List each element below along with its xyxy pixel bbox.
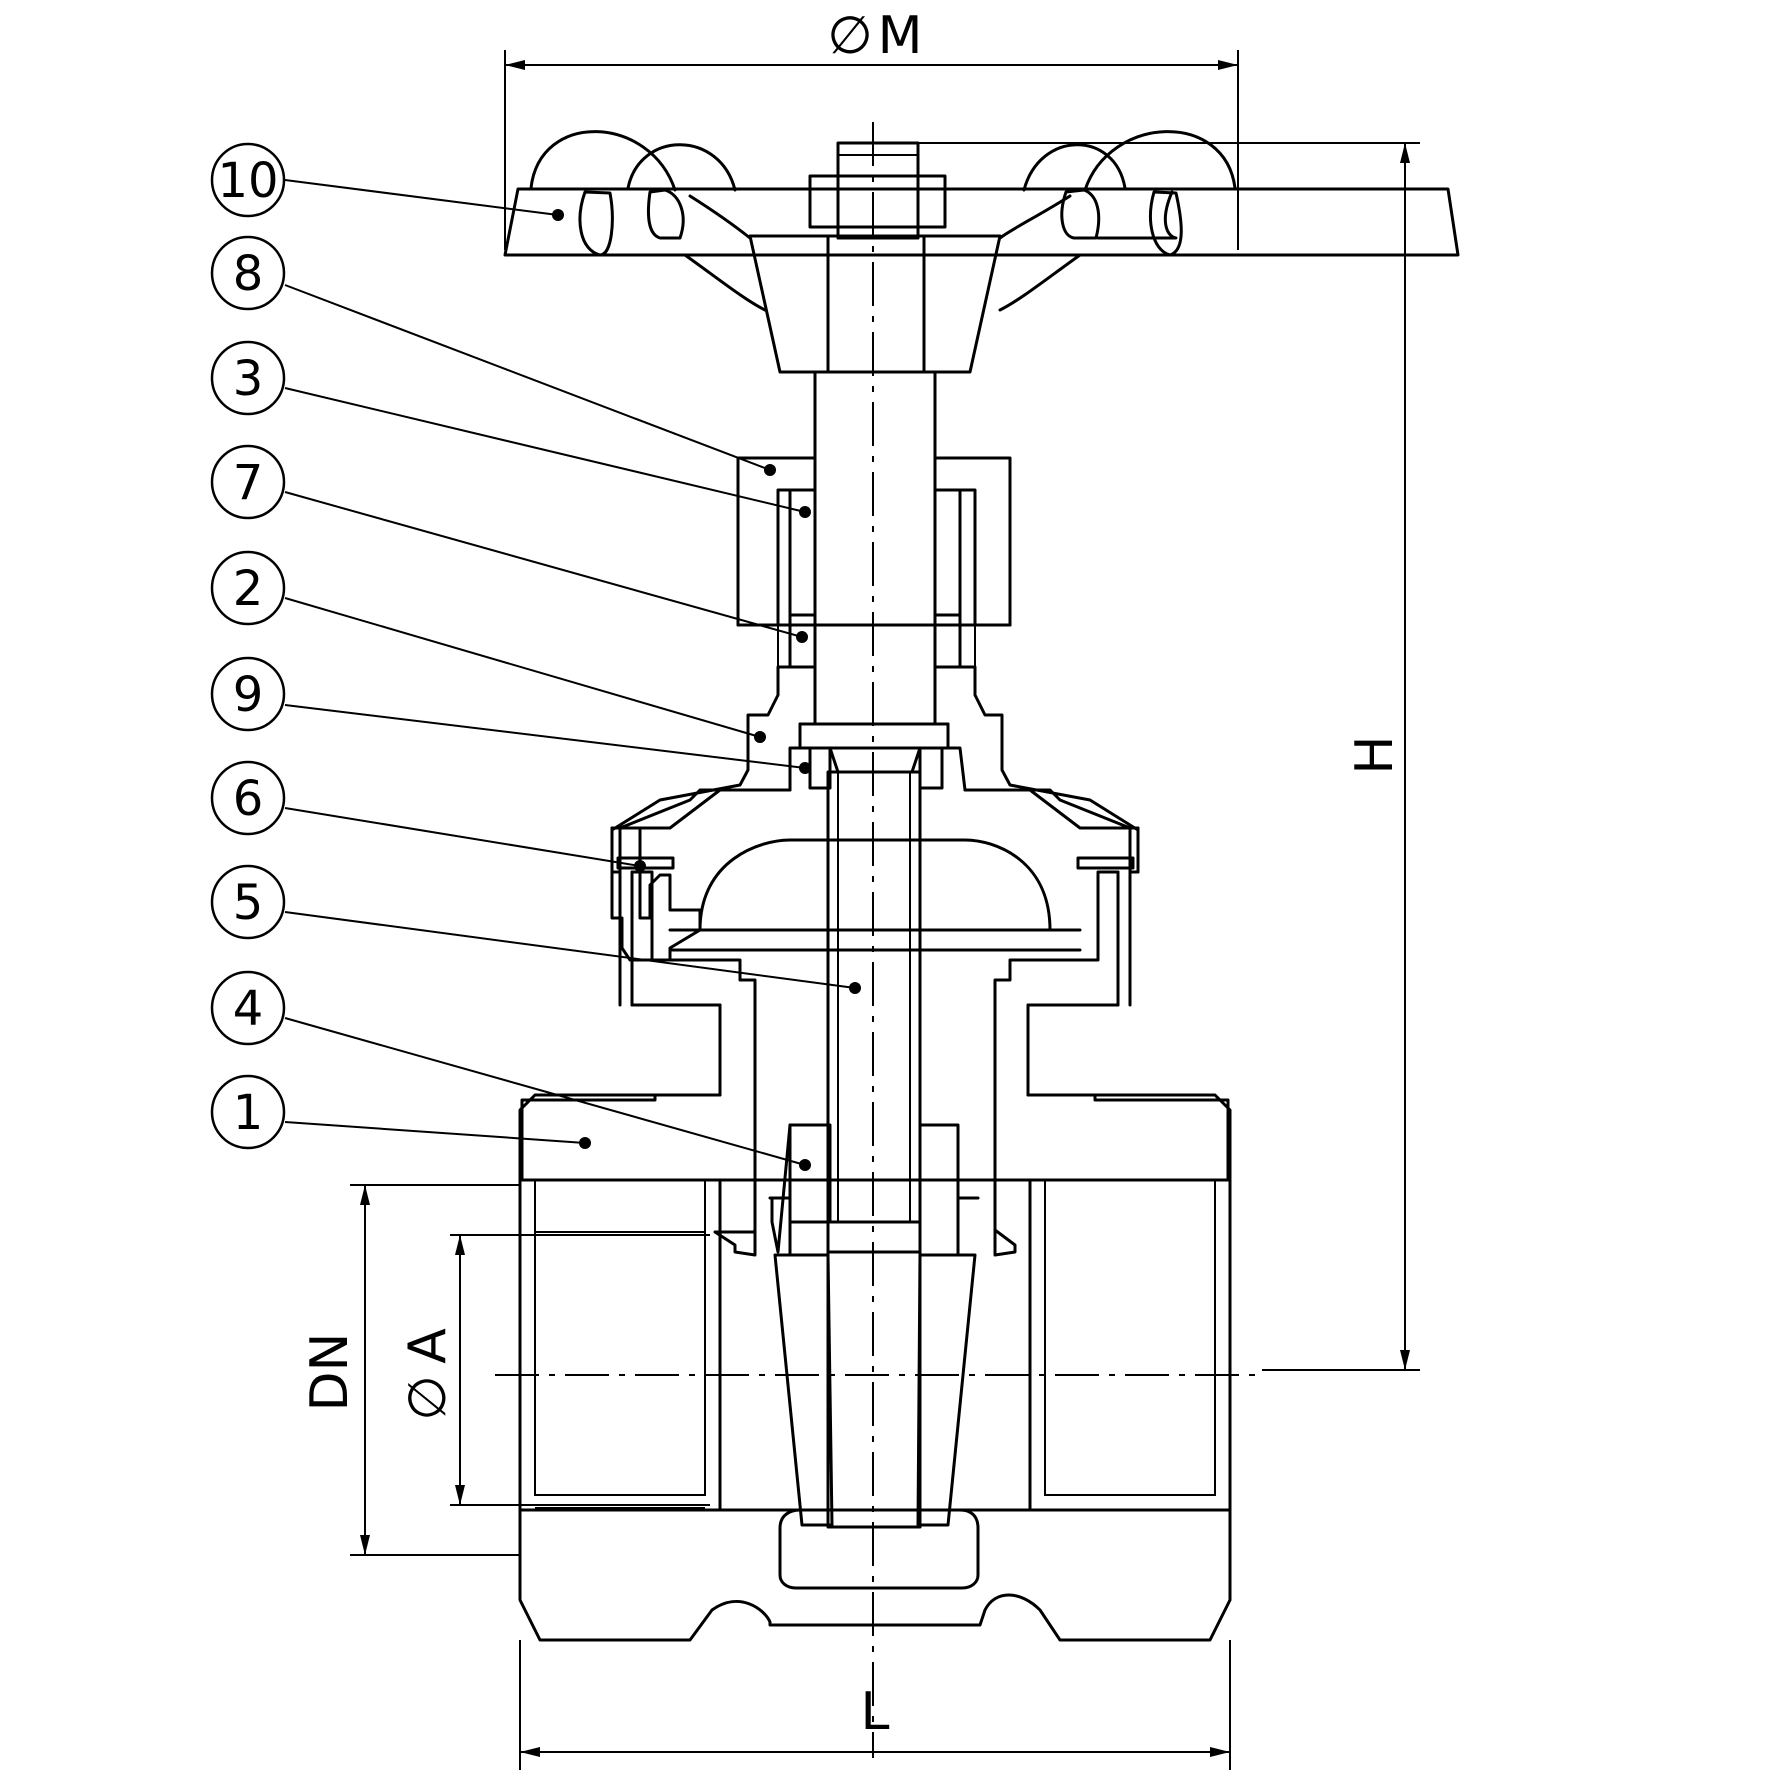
dimension-a: ∅ A: [398, 1234, 710, 1506]
balloon-10: 10: [210, 142, 286, 218]
handwheel: [503, 130, 1460, 374]
dimension-dn-label: DN: [300, 1333, 360, 1412]
dimension-h-label: H: [1345, 735, 1405, 774]
balloon-4: 4: [210, 970, 286, 1046]
balloon-callouts: 10 8 3 7 2 9 6 5: [210, 142, 861, 1171]
dimension-m: ∅ M: [504, 6, 1239, 250]
gasket: [616, 856, 1135, 870]
balloon-1: 1: [210, 1074, 286, 1150]
svg-text:1: 1: [233, 1085, 264, 1141]
dome: [668, 838, 1082, 952]
balloon-9: 9: [210, 656, 286, 732]
balloon-3: 3: [210, 340, 286, 416]
dimension-a-label: A: [398, 1328, 458, 1364]
dimension-l: L: [519, 1640, 1231, 1770]
balloon-5: 5: [210, 864, 286, 940]
svg-text:8: 8: [233, 246, 264, 302]
balloon-2: 2: [210, 550, 286, 626]
dimension-dn: DN: [300, 1184, 520, 1556]
svg-text:2: 2: [233, 561, 264, 617]
svg-text:10: 10: [217, 153, 278, 209]
dimension-a-diameter-symbol: ∅: [398, 1375, 458, 1420]
dimension-m-label: M: [878, 6, 923, 66]
svg-text:4: 4: [233, 981, 264, 1037]
svg-text:7: 7: [233, 455, 264, 511]
svg-text:3: 3: [233, 351, 264, 407]
balloon-7: 7: [210, 444, 286, 520]
svg-text:6: 6: [233, 771, 264, 827]
dimension-h: H: [915, 142, 1420, 1371]
balloon-6: 6: [210, 760, 286, 836]
dimension-m-diameter-symbol: ∅: [827, 6, 872, 66]
center-lines: [495, 122, 1260, 1758]
svg-text:5: 5: [233, 875, 264, 931]
dimension-l-label: L: [861, 1682, 890, 1742]
balloon-8: 8: [210, 235, 286, 311]
svg-text:9: 9: [233, 667, 264, 723]
valve-body: [518, 788, 1232, 1642]
